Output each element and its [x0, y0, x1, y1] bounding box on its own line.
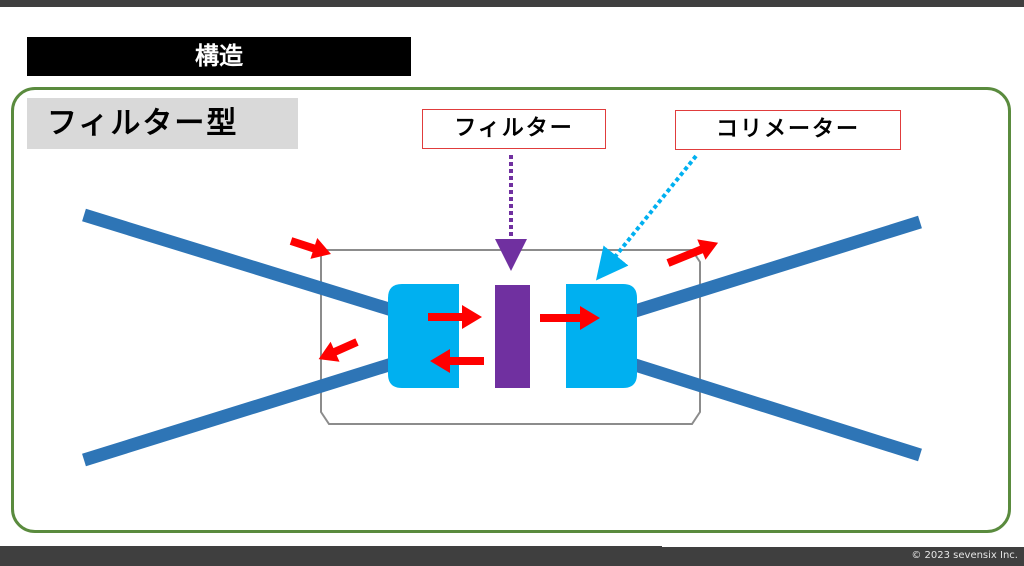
- filter-callout: フィルター: [422, 109, 606, 149]
- reflected-light-arrow: [318, 338, 359, 362]
- output-fiber-upper-right: [630, 215, 922, 319]
- output-fiber-lower-left: [82, 357, 394, 467]
- left-collimator: [388, 284, 459, 388]
- section-title: 構造: [27, 37, 411, 76]
- reflected-beam-arrow: [430, 349, 484, 373]
- filter-element: [495, 285, 530, 388]
- type-label: フィルター型: [27, 98, 298, 149]
- transmitted-beam-arrow: [540, 306, 600, 330]
- footer-bar: [0, 546, 1024, 566]
- right-collimator: [566, 284, 637, 388]
- output-light-arrow: [666, 239, 719, 267]
- diagram-frame: [11, 87, 1011, 533]
- input-light-arrow: [289, 237, 331, 259]
- filter-diagram: [82, 154, 922, 467]
- collimator-callout: コリメーター: [675, 110, 901, 150]
- footer-bar-edge: [662, 544, 1024, 547]
- input-fiber-upper-left: [82, 208, 394, 317]
- collimator-pointer-arrow: [595, 154, 698, 281]
- top-bar: [0, 0, 1024, 7]
- collimated-beam-to-filter-arrow: [428, 305, 482, 329]
- fiber-lower-right: [630, 357, 922, 462]
- copyright-text: © 2023 sevensix Inc.: [911, 550, 1018, 561]
